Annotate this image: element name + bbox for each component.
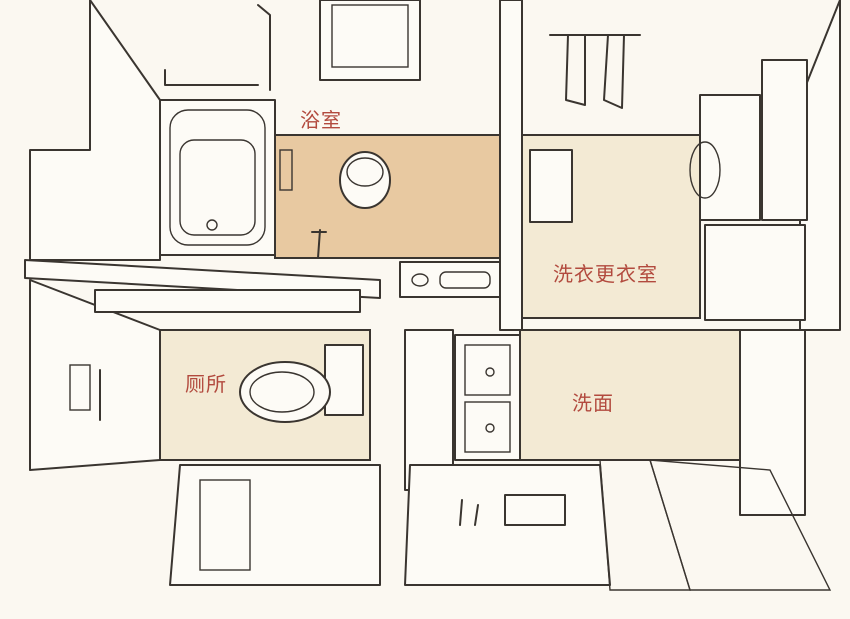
left-back-wall xyxy=(29,0,161,261)
washroom-door xyxy=(404,329,454,491)
washroom-shelf xyxy=(739,329,806,516)
vanity-cabinet xyxy=(454,334,521,461)
shower-faucet xyxy=(311,229,327,259)
slippers xyxy=(459,499,479,526)
bathtub xyxy=(159,99,276,256)
washing-machine xyxy=(689,59,808,321)
room-label-toilet: 厕所 xyxy=(185,372,227,396)
laundry-mat xyxy=(529,149,573,223)
bathroom-sink-counter xyxy=(399,261,501,298)
bathroom-floor xyxy=(274,134,501,259)
towel-bar xyxy=(549,34,641,109)
center-partition xyxy=(499,0,523,331)
toilet-control-panel xyxy=(69,364,91,411)
toilet xyxy=(239,344,364,423)
room-label-washroom: 洗面 xyxy=(572,391,614,415)
toilet-doorway xyxy=(169,464,381,586)
ledge xyxy=(24,259,381,299)
shower-controls xyxy=(279,149,293,191)
bath-mat xyxy=(504,494,566,526)
bath-stool xyxy=(339,151,391,209)
washroom-floor xyxy=(519,329,741,461)
room-label-bathroom: 浴室 xyxy=(300,108,342,132)
room-label-laundry-changing: 洗衣更衣室 xyxy=(553,262,658,286)
toilet-shelf xyxy=(94,289,361,313)
towel-rail xyxy=(164,4,271,91)
bathroom-window xyxy=(319,0,421,81)
